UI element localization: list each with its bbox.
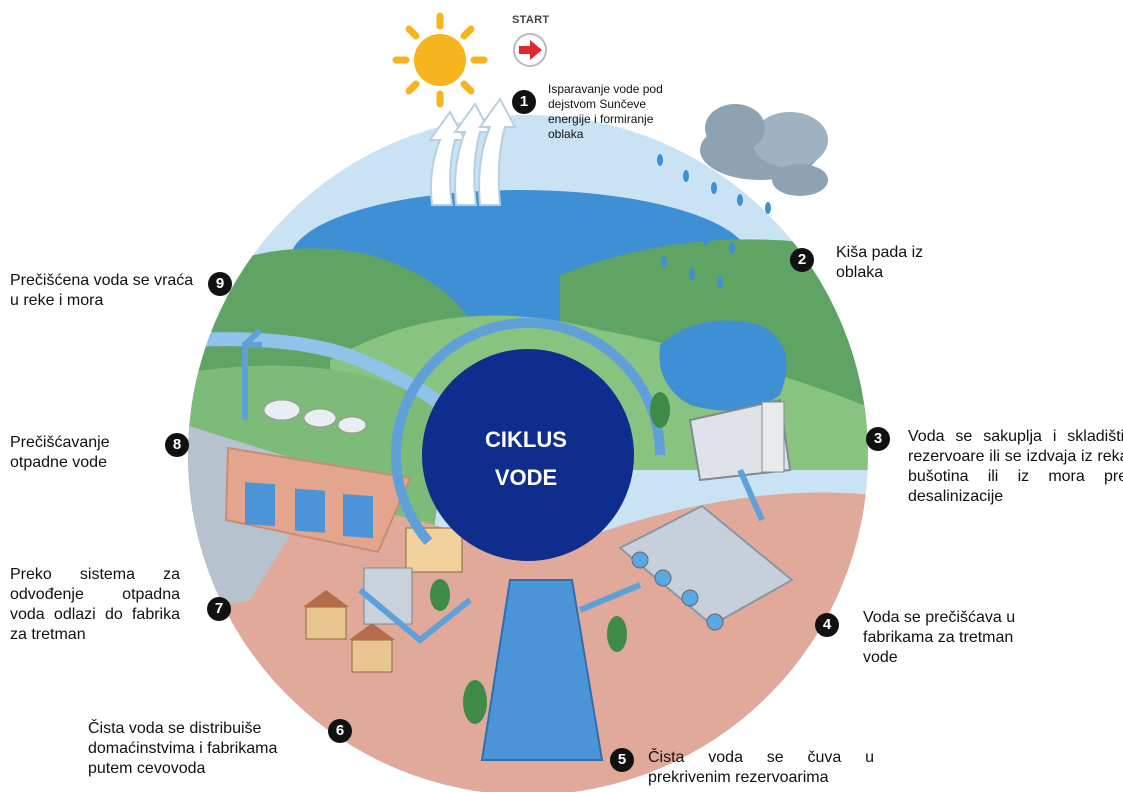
step-text-5: Čista voda se čuva u prekrivenim rezervo… — [648, 749, 874, 786]
step-text-2: Kiša pada iz oblaka — [836, 244, 924, 281]
cloud-icon — [700, 104, 828, 196]
step-number-9: 9 — [208, 272, 232, 296]
start-arrow-icon[interactable] — [513, 33, 547, 67]
step-text-8: Prečišćavanje otpadne vode — [10, 434, 110, 471]
step-3: 3 Voda se sakuplja i skladišti u rezervo… — [866, 427, 1123, 507]
step-text-3: Voda se sakuplja i skladišti u rezervoar… — [908, 428, 1123, 505]
factory — [405, 527, 463, 573]
step-number-6: 6 — [328, 719, 352, 743]
step-9: Prečišćena voda se vraća u reke i mora 9 — [10, 271, 232, 311]
start-label: START — [512, 14, 550, 26]
step-5: 5 Čista voda se čuva u prekrivenim rezer… — [610, 748, 874, 788]
step-number-2: 2 — [790, 248, 814, 272]
sun-icon — [392, 12, 488, 108]
treatment-basins — [618, 504, 794, 627]
step-8: Prečišćavanje otpadne vode 8 — [10, 433, 189, 473]
step-text-7: Preko sistema za odvođenje otpadna voda … — [10, 566, 180, 643]
pipe-ring — [391, 318, 665, 592]
step-number-4: 4 — [815, 613, 839, 637]
step-number-1: 1 — [512, 90, 536, 114]
step-number-5: 5 — [610, 748, 634, 772]
reservoir-lake — [659, 320, 787, 411]
center-title-line2: VODE — [494, 465, 558, 490]
center-title: CIKLUS VODE — [452, 413, 600, 505]
step-text-4: Voda se prečišćava u fabrikama za tretma… — [863, 609, 1016, 666]
step-1: 1 Isparavanje vode pod dejstvom Sunčeve … — [512, 82, 668, 142]
step-7: Preko sistema za odvođenje otpadna voda … — [10, 565, 231, 645]
step-number-8: 8 — [165, 433, 189, 457]
step-text-6: Čista voda se distribuiše domaćinstvima … — [88, 720, 278, 777]
rain-drops-icon — [647, 154, 771, 288]
step-number-3: 3 — [866, 427, 890, 451]
center-title-line1: CIKLUS — [485, 427, 567, 452]
step-2: 2 Kiša pada iz oblaka — [790, 243, 951, 283]
evaporation-arrows-icon — [428, 97, 517, 206]
step-4: 4 Voda se prečišćava u fabrikama za tret… — [815, 608, 1041, 668]
step-text-9: Prečišćena voda se vraća u reke i mora — [10, 272, 194, 309]
covered-reservoir — [480, 579, 604, 761]
step-6: Čista voda se distribuiše domaćinstvima … — [88, 719, 352, 779]
step-number-7: 7 — [207, 597, 231, 621]
step-text-1: Isparavanje vode pod dejstvom Sunčeve en… — [548, 82, 663, 141]
